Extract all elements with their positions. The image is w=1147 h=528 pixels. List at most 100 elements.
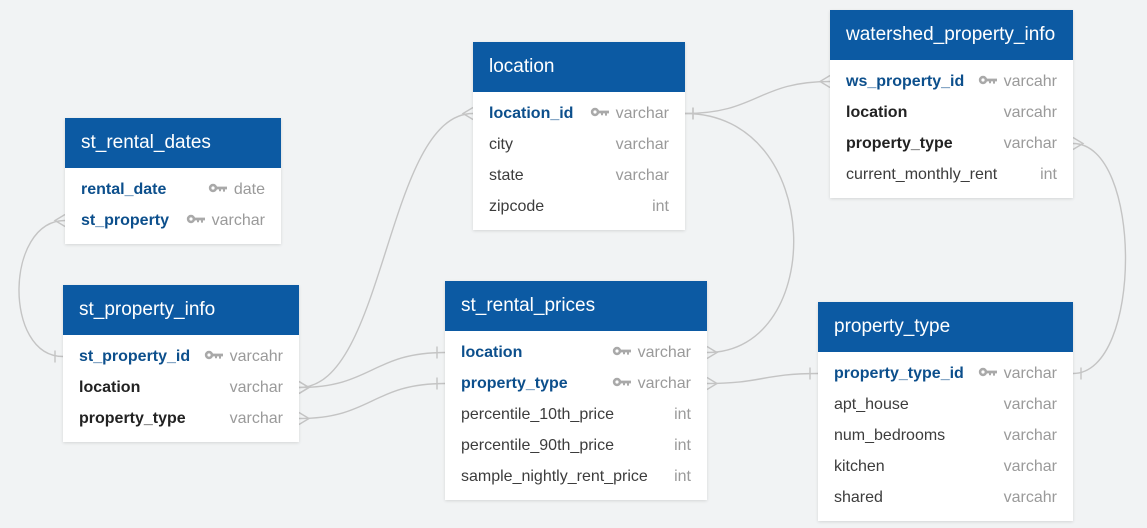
table-column-row[interactable]: rental_date date [65, 174, 281, 205]
column-name: shared [834, 489, 883, 506]
key-icon [612, 378, 631, 387]
table-column-row[interactable]: property_type varchar [63, 403, 299, 434]
column-type-label: varchar [637, 375, 691, 392]
column-name: num_bedrooms [834, 427, 946, 444]
table-column-row[interactable]: location_id varchar [473, 98, 685, 129]
key-icon [208, 184, 227, 193]
column-type: varchar [1004, 389, 1057, 420]
column-type-label: int [674, 406, 691, 423]
table-column-row[interactable]: ws_property_id varcahr [830, 66, 1073, 97]
column-name: percentile_10th_price [461, 406, 614, 423]
table-column-row[interactable]: num_bedrooms varchar [818, 420, 1073, 451]
column-name: ws_property_id [846, 73, 965, 90]
column-type-label: int [674, 468, 691, 485]
column-type: varchar [616, 129, 669, 160]
cardinality-many-marker [53, 213, 66, 228]
column-type: varchar [230, 403, 283, 434]
column-type: varchar [230, 372, 283, 403]
column-type: varcahr [1004, 97, 1057, 128]
column-type-label: varchar [211, 212, 265, 229]
table-st-property-info[interactable]: st_property_info st_property_id varcahr loc… [63, 285, 299, 442]
column-type-label: varchar [229, 410, 283, 427]
relationship-link [298, 351, 446, 389]
cardinality-many-marker [706, 345, 719, 360]
cardinality-many-marker [818, 74, 831, 89]
column-type-label: int [674, 437, 691, 454]
table-header[interactable]: st_property_info [63, 285, 299, 335]
cardinality-many-marker [461, 106, 474, 121]
column-name: sample_nightly_rent_price [461, 468, 648, 485]
table-header[interactable]: location [473, 42, 685, 92]
column-name: percentile_90th_price [461, 437, 614, 454]
column-type: varchar [612, 368, 691, 399]
table-column-row[interactable]: current_monthly_rent int [830, 159, 1073, 190]
column-type: int [674, 399, 691, 430]
cardinality-many-marker [298, 380, 311, 395]
table-column-row[interactable]: property_type_id varchar [818, 358, 1073, 389]
column-name: city [489, 136, 513, 153]
column-type-label: varcahr [1003, 104, 1057, 121]
key-icon [978, 368, 997, 377]
relationship-link [298, 382, 446, 420]
column-type: varchar [612, 337, 691, 368]
column-type-label: varchar [615, 167, 669, 184]
column-type-label: varchar [615, 105, 669, 122]
column-type: int [1040, 159, 1057, 190]
table-header[interactable]: watershed_property_info [830, 10, 1073, 60]
column-type: varchar [1004, 420, 1057, 451]
table-column-row[interactable]: sample_nightly_rent_price int [445, 461, 707, 492]
column-name: property_type_id [834, 365, 964, 382]
column-type-label: varchar [1003, 458, 1057, 475]
relationship-link [706, 372, 819, 385]
key-icon [590, 108, 609, 117]
table-column-row[interactable]: location varchar [63, 372, 299, 403]
table-column-row[interactable]: percentile_10th_price int [445, 399, 707, 430]
cardinality-many-marker [298, 380, 311, 395]
key-icon [978, 76, 997, 85]
column-name: st_property_id [79, 348, 191, 365]
table-column-row[interactable]: state varchar [473, 160, 685, 191]
column-name: location_id [489, 105, 574, 122]
column-type-label: varcahr [229, 348, 283, 365]
table-column-row[interactable]: kitchen varchar [818, 451, 1073, 482]
table-column-row[interactable]: location varchar [445, 337, 707, 368]
table-header[interactable]: st_rental_prices [445, 281, 707, 331]
column-name: rental_date [81, 181, 167, 198]
cardinality-many-marker [298, 411, 311, 426]
column-name: location [79, 379, 141, 396]
column-type: varchar [978, 358, 1057, 389]
column-name: location [461, 344, 523, 361]
column-name: zipcode [489, 198, 545, 215]
table-column-row[interactable]: st_property_id varcahr [63, 341, 299, 372]
table-header[interactable]: st_rental_dates [65, 118, 281, 168]
column-name: current_monthly_rent [846, 166, 998, 183]
relationship-link [1072, 142, 1127, 375]
table-column-row[interactable]: percentile_90th_price int [445, 430, 707, 461]
table-column-row[interactable]: city varchar [473, 129, 685, 160]
column-type: varcahr [1004, 482, 1057, 513]
table-column-row[interactable]: zipcode int [473, 191, 685, 222]
column-name: state [489, 167, 524, 184]
column-name: kitchen [834, 458, 885, 475]
column-type: date [208, 174, 265, 205]
key-icon [204, 351, 223, 360]
table-column-row[interactable]: shared varcahr [818, 482, 1073, 513]
column-type-label: int [652, 198, 669, 215]
column-type-label: varchar [1003, 427, 1057, 444]
column-type-label: varchar [1003, 135, 1057, 152]
column-name: property_type [79, 410, 186, 427]
column-type: varcahr [978, 66, 1057, 97]
table-header[interactable]: property_type [818, 302, 1073, 352]
column-type: varchar [1004, 128, 1057, 159]
